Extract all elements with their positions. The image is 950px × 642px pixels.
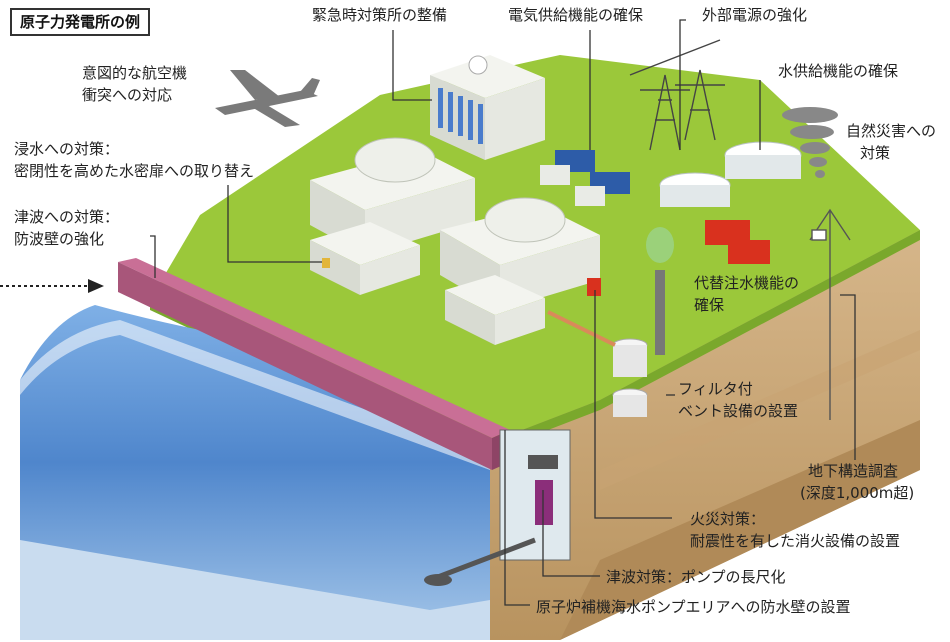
pump-pit (424, 429, 571, 586)
label-water-supply: 水供給機能の確保 (778, 62, 899, 80)
water-tanks (659, 141, 802, 207)
fire-trucks (705, 220, 770, 264)
label-emergency-center: 緊急時対策所の整備 (312, 6, 448, 24)
label-external-power: 外部電源の強化 (702, 6, 808, 24)
label-alt-water-line1: 代替注水機能の (694, 274, 800, 292)
sea (20, 305, 490, 640)
airplane-icon (215, 70, 320, 127)
label-tsunami-wall-line2: 防波壁の強化 (14, 230, 105, 248)
label-tsunami-wall-line1: 津波への対策： (14, 208, 120, 226)
direction-arrow (0, 279, 104, 293)
auxiliary-building (310, 222, 545, 345)
power-supply-vehicles (540, 150, 630, 206)
label-aircraft-line1: 意図的な航空機 (82, 64, 188, 82)
label-flood-line2: 密閉性を高めた水密扉への取り替え (14, 162, 255, 180)
label-flood-line1: 浸水への対策： (14, 140, 120, 158)
tornado-icon (782, 107, 838, 178)
label-fire-line2: 耐震性を有した消火設備の設置 (690, 532, 901, 550)
emergency-center-building (430, 55, 545, 160)
transmission-towers (629, 39, 725, 151)
filter-vent (547, 227, 674, 417)
label-natural-disaster-line2: 対策 (860, 144, 891, 162)
label-natural-disaster-line1: 自然災害への (846, 122, 937, 140)
leader-lines (150, 19, 856, 606)
label-filter-vent-line1: フィルタ付 (678, 380, 753, 398)
label-geology-line1: 地下構造調査 (808, 462, 899, 480)
label-alt-water-line2: 確保 (694, 296, 725, 314)
label-power-supply: 電気供給機能の確保 (508, 6, 644, 24)
label-pump: 津波対策：ポンプの長尺化 (606, 568, 786, 586)
label-seawater-pump-area: 原子炉補機海水ポンプエリアへの防水壁の設置 (536, 598, 851, 616)
label-fire-line1: 火災対策： (690, 510, 766, 528)
label-aircraft-line2: 衝突への対応 (82, 86, 173, 104)
label-filter-vent-line2: ベント設備の設置 (678, 402, 799, 420)
label-geology-line2: (深度1,000m超) (800, 484, 915, 502)
geology-survey-rig (809, 208, 851, 420)
diagram-title: 原子力発電所の例 (10, 8, 151, 36)
